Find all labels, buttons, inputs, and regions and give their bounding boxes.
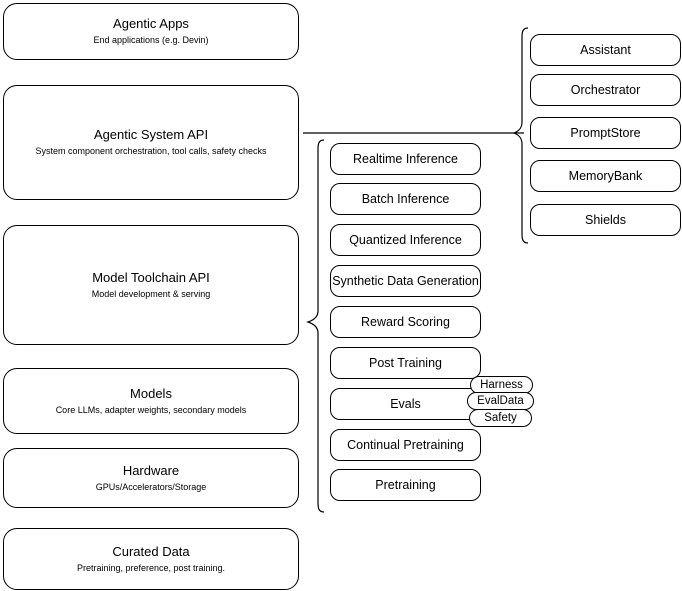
layer-subtitle: Pretraining, preference, post training.	[76, 562, 226, 573]
item-label: Synthetic Data Generation	[332, 274, 479, 288]
item-label: Evals	[390, 397, 421, 411]
item-label: Continual Pretraining	[347, 438, 464, 452]
toolchain-item-evals[interactable]: Evals	[330, 388, 481, 420]
item-label: Assistant	[580, 43, 631, 57]
layer-subtitle: Model development & serving	[91, 288, 211, 299]
item-label: Orchestrator	[570, 83, 641, 97]
system-item-assistant[interactable]: Assistant	[530, 34, 681, 66]
layer-title: Hardware	[122, 462, 180, 478]
layer-title: Model Toolchain API	[92, 269, 210, 285]
right-curly-bracket	[512, 27, 529, 244]
layer-curated-data[interactable]: Curated Data Pretraining, preference, po…	[3, 528, 299, 590]
item-label: Pretraining	[375, 478, 436, 492]
toolchain-item-synthetic-data-generation[interactable]: Synthetic Data Generation	[330, 265, 481, 297]
toolchain-item-quantized-inference[interactable]: Quantized Inference	[330, 224, 481, 256]
layer-subtitle: Core LLMs, adapter weights, secondary mo…	[55, 404, 247, 415]
layer-subtitle: System component orchestration, tool cal…	[35, 146, 267, 156]
system-item-shields[interactable]: Shields	[530, 204, 681, 236]
system-item-orchestrator[interactable]: Orchestrator	[530, 74, 681, 106]
middle-curly-bracket	[306, 139, 325, 513]
layer-title: Curated Data	[112, 543, 190, 559]
layer-title: Agentic Apps	[113, 16, 189, 31]
layer-title: Agentic System API	[93, 127, 209, 142]
item-label: Quantized Inference	[349, 233, 462, 247]
layer-hardware[interactable]: Hardware GPUs/Accelerators/Storage	[3, 448, 299, 508]
toolchain-item-reward-scoring[interactable]: Reward Scoring	[330, 306, 481, 338]
item-label: Realtime Inference	[353, 152, 458, 166]
layer-subtitle: GPUs/Accelerators/Storage	[95, 481, 207, 492]
eval-badge-evaldata[interactable]: EvalData	[467, 392, 534, 410]
item-label: MemoryBank	[568, 169, 643, 183]
layer-subtitle: End applications (e.g. Devin)	[93, 35, 209, 45]
item-label: Reward Scoring	[361, 315, 450, 329]
eval-badge-safety[interactable]: Safety	[469, 409, 532, 427]
item-label: Batch Inference	[361, 192, 450, 206]
toolchain-item-post-training[interactable]: Post Training	[330, 347, 481, 379]
toolchain-item-pretraining[interactable]: Pretraining	[330, 469, 481, 501]
layer-agentic-system-api[interactable]: Agentic System API System component orch…	[3, 85, 299, 200]
layer-title: Models	[130, 385, 172, 401]
item-label: Shields	[585, 213, 626, 227]
toolchain-item-realtime-inference[interactable]: Realtime Inference	[330, 143, 481, 175]
system-item-promptstore[interactable]: PromptStore	[530, 117, 681, 149]
layer-models[interactable]: Models Core LLMs, adapter weights, secon…	[3, 368, 299, 434]
system-item-memorybank[interactable]: MemoryBank	[530, 160, 681, 192]
toolchain-item-batch-inference[interactable]: Batch Inference	[330, 183, 481, 215]
toolchain-item-continual-pretraining[interactable]: Continual Pretraining	[330, 429, 481, 461]
item-label: PromptStore	[570, 126, 641, 140]
item-label: Post Training	[369, 356, 442, 370]
layer-model-toolchain-api[interactable]: Model Toolchain API Model development & …	[3, 225, 299, 345]
layer-agentic-apps[interactable]: Agentic Apps End applications (e.g. Devi…	[3, 3, 299, 60]
